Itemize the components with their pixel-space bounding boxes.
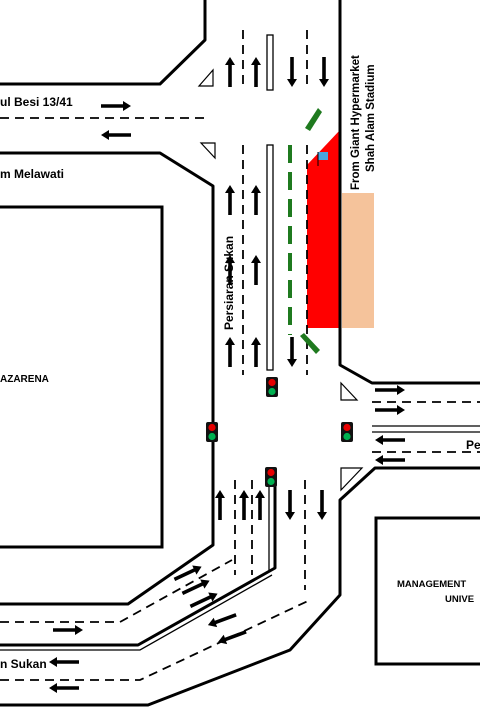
diversion-route	[288, 108, 322, 354]
diversion-arrow-top	[305, 108, 322, 131]
flag-marker-icon	[317, 152, 328, 166]
road-label-jalan-besi: ul Besi 13/41	[0, 95, 73, 109]
road-label-sukan-sw: n Sukan	[0, 657, 47, 671]
yield-triangles	[197, 68, 364, 492]
management-building	[374, 516, 480, 666]
parking-zone	[342, 193, 374, 328]
lane-markings	[0, 30, 480, 681]
building-label-management-2: UNIVE	[445, 594, 474, 605]
building-label-arena: AZARENA	[0, 374, 49, 385]
annotation-line-1: From Giant Hypermarket	[350, 55, 362, 190]
road-label-persiaran-east: Pe	[466, 438, 480, 452]
annotation-line-2: Shah Alam Stadium	[365, 64, 377, 172]
arena-building	[0, 205, 164, 549]
building-label-management-1: MANAGEMENT	[397, 579, 466, 590]
traffic-light-icon	[206, 377, 353, 487]
road-label-persiaran-sukan: Persiaran Sukan	[222, 236, 236, 330]
diversion-arrow-bottom	[300, 333, 320, 354]
closure-zone	[307, 130, 340, 328]
road-label-melawati: m Melawati	[0, 167, 64, 181]
